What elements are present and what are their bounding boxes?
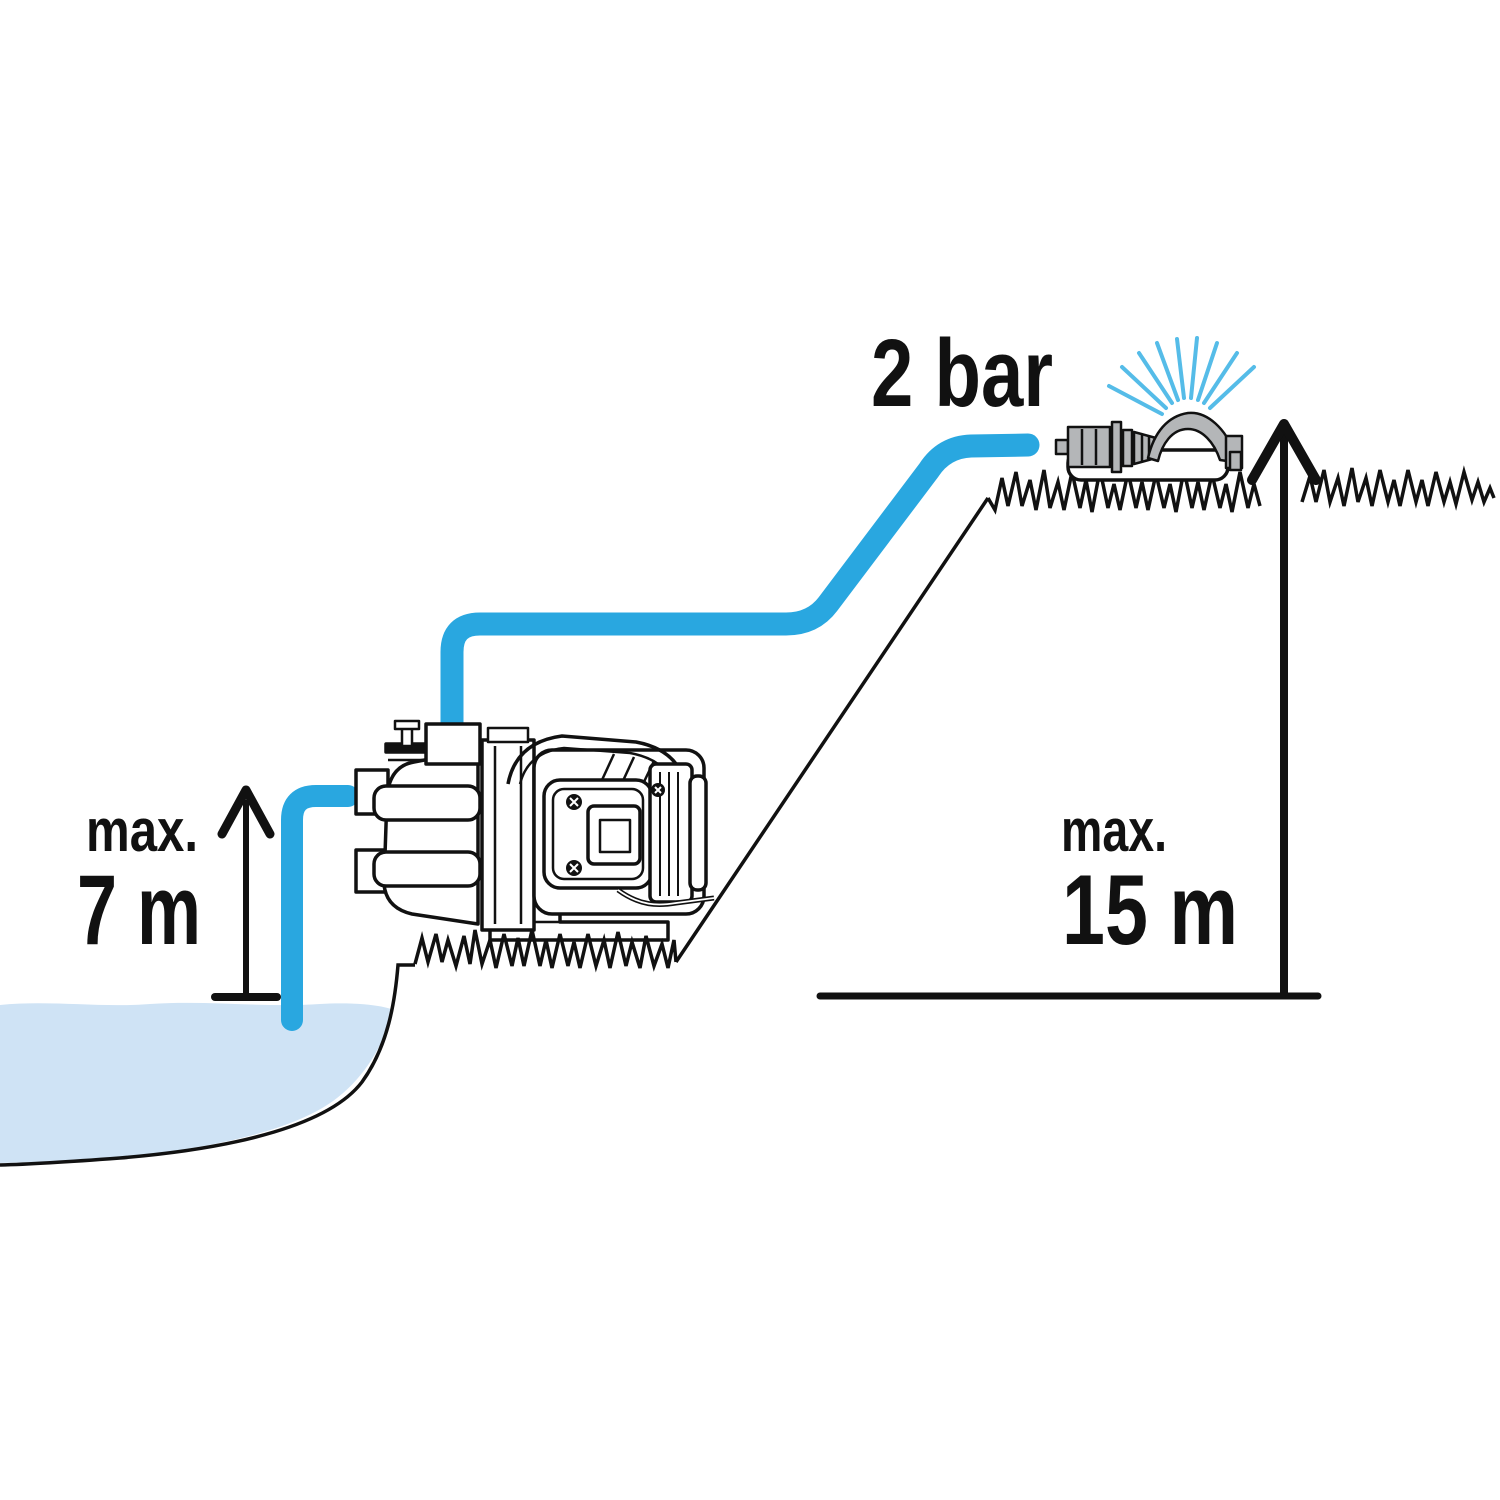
grass-lower	[413, 929, 678, 973]
grass-upper-left	[986, 469, 1262, 515]
pressure-label: 2 bar	[871, 320, 1053, 427]
delivery-height-arrow	[1247, 419, 1321, 995]
pump-head	[382, 748, 480, 926]
sprinkler-icon	[1054, 411, 1244, 482]
suction-max-label: max.	[86, 797, 198, 864]
pump-head-rib-2	[372, 850, 482, 888]
grass-upper-right	[1300, 465, 1496, 511]
suction-value-label: 7 m	[77, 854, 201, 965]
pump-handle	[506, 734, 682, 785]
pump-icon	[354, 719, 715, 942]
spray-lines-icon	[1107, 336, 1256, 416]
pump-outlet-port	[424, 722, 482, 766]
delivery-value-label: 15 m	[1062, 854, 1238, 965]
delivery-arrow-head	[1247, 419, 1321, 485]
labels: 2 bar max. 7 m max. 15 m	[77, 320, 1238, 965]
pump-head-rib-1	[372, 784, 482, 822]
delivery-max-label: max.	[1061, 797, 1167, 864]
suction-height-arrow	[211, 785, 281, 1001]
pond-outline	[0, 963, 415, 1167]
suction-arrow-head	[217, 785, 275, 839]
suction-hose	[281, 785, 359, 1031]
slope-line	[674, 497, 990, 963]
delivery-hose	[440, 433, 1040, 750]
pump-fin-section	[648, 762, 708, 904]
pond-water	[0, 1002, 391, 1163]
